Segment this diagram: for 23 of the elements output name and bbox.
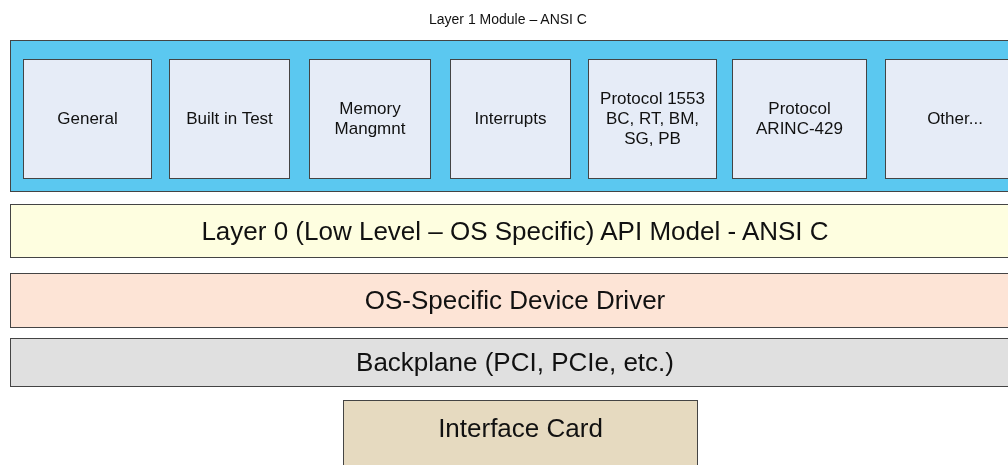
- module-box: [309, 59, 431, 179]
- layer-bar: [10, 204, 1008, 258]
- module-box: [588, 59, 717, 179]
- layer-bar: [10, 338, 1008, 387]
- box-label: Memory Mangmnt: [333, 99, 407, 139]
- box-label: Layer 0 (Low Level – OS Specific) API Model - ANSI C: [201, 215, 829, 247]
- box-label: Interface Card: [438, 413, 603, 444]
- panel-title: Layer 1 Module – ANSI C: [428, 11, 588, 27]
- box-label: Protocol 1553 BC, RT, BM, SG, PB: [599, 89, 706, 149]
- module-box: [885, 59, 1008, 179]
- box-label: Interrupts: [474, 109, 547, 129]
- box-label: Built in Test: [186, 109, 273, 129]
- module-box: [450, 59, 571, 179]
- box-label: Backplane (PCI, PCIe, etc.): [356, 347, 674, 378]
- box-label: Protocol ARINC-429: [755, 99, 844, 139]
- box-label: OS-Specific Device Driver: [364, 285, 666, 316]
- card-box: [343, 400, 698, 465]
- module-box: [23, 59, 152, 179]
- layer-bar: [10, 273, 1008, 328]
- module-box: [169, 59, 290, 179]
- box-label: General: [57, 109, 118, 129]
- module-box: [732, 59, 867, 179]
- box-label: Other...: [927, 109, 983, 129]
